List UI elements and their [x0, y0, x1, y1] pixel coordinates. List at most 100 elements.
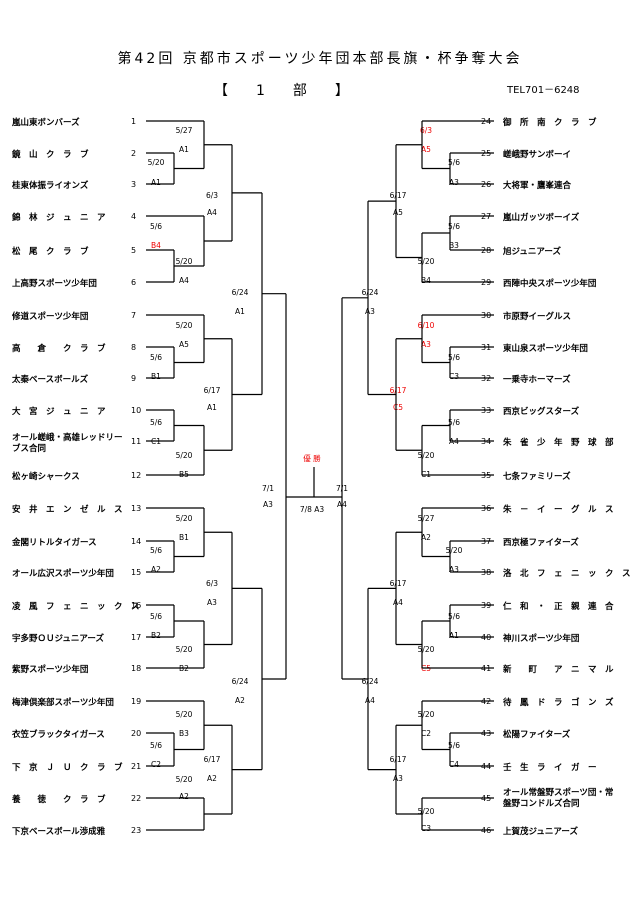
match-label: 6/24: [361, 677, 379, 686]
match-label: A5: [179, 340, 189, 349]
match-label: 5/20: [175, 775, 193, 784]
team-number: 10: [131, 406, 142, 415]
team-name: 修道スポーツ少年団: [12, 312, 89, 322]
team-number: 8: [131, 343, 137, 352]
match-label: A3: [393, 774, 403, 783]
match-label: A2: [235, 696, 245, 705]
match-label: B4: [421, 276, 431, 285]
match-label: 5/20: [175, 514, 193, 523]
team-name: 太秦ベースボールズ: [12, 375, 89, 385]
match-label: 5/27: [175, 126, 193, 135]
match-label: A2: [207, 774, 217, 783]
team-name: 錦 林 ジ ュ ニ ア: [12, 213, 106, 223]
match-label: A1: [207, 403, 217, 412]
match-label: 6/3: [419, 126, 433, 135]
champion-label: 優 勝: [303, 454, 321, 463]
match-label: 5/20: [417, 257, 435, 266]
match-label: A5: [421, 145, 431, 154]
team-name: 下 京 Ｊ Ｕ ク ラ ブ: [12, 763, 123, 773]
match-label: 5/6: [149, 353, 163, 362]
team-name: 嵯峨野サンボーイ: [503, 150, 572, 160]
team-number: 13: [131, 504, 142, 513]
match-label: 5/6: [447, 741, 461, 750]
match-label: C4: [448, 760, 459, 769]
match-label: 5/6: [447, 612, 461, 621]
match-label: B2: [151, 631, 161, 640]
match-label: 6/24: [231, 677, 249, 686]
page-title: 第42回 京都市スポーツ少年団本部長旗・杯争奪大会: [117, 51, 523, 67]
team-name: 安 井 エ ン ゼ ル ス: [12, 505, 123, 515]
team-name: 神川スポーツ少年団: [503, 634, 580, 644]
team-name: 桂東体振ライオンズ: [12, 181, 89, 191]
team-name: 紫野スポーツ少年団: [12, 665, 89, 675]
match-label: 5/6: [149, 612, 163, 621]
match-label: A4: [207, 208, 217, 217]
match-label: 5/20: [175, 710, 193, 719]
team-name: 西陣中央スポーツ少年団: [503, 279, 597, 289]
team-number: 7: [131, 311, 137, 320]
team-name: 下京ベースボール渉成雅: [12, 827, 106, 837]
match-label: 6/3: [205, 579, 219, 588]
phone-number: TEL701－6248: [507, 85, 580, 96]
match-label: 5/20: [147, 158, 165, 167]
team-name: 嵐山ガッツボーイズ: [503, 213, 580, 223]
team-number: 9: [131, 374, 137, 383]
match-label: 7/1: [261, 484, 275, 493]
team-name: オール嵯峨・高雄レッドリーブス合同: [12, 433, 123, 454]
match-label: B3: [179, 729, 189, 738]
match-label: A1: [235, 307, 245, 316]
team-name: 朱 － イ ー グ ル ス: [503, 505, 614, 515]
division-label: 【 1 部 】: [214, 83, 349, 99]
team-name: 新 町 ア ニ マ ル: [503, 665, 614, 675]
team-number: 21: [131, 762, 142, 771]
team-name: 仁 和 ・ 正 親 連 合: [503, 602, 614, 612]
team-name: 上賀茂ジュニアーズ: [503, 827, 578, 837]
match-label: 5/20: [175, 321, 193, 330]
match-label: 5/20: [417, 645, 435, 654]
match-label: B1: [179, 533, 189, 542]
team-number: 23: [131, 826, 142, 835]
match-label: A1: [449, 631, 459, 640]
match-label: C3: [448, 372, 459, 381]
match-label: 6/17: [203, 755, 221, 764]
team-number: 5: [131, 246, 137, 255]
match-label: 6/24: [361, 288, 379, 297]
match-label: 5/6: [149, 741, 163, 750]
match-label: C5: [392, 403, 403, 412]
match-label: 6/17: [389, 386, 407, 395]
match-label: 5/6: [149, 418, 163, 427]
match-label: 6/10: [417, 321, 435, 330]
final-date-court: 7/8 A3: [299, 505, 325, 514]
match-label: A3: [421, 340, 431, 349]
team-number: 20: [131, 729, 142, 738]
team-name: 金閣リトルタイガース: [12, 538, 97, 548]
team-name: オール広沢スポーツ少年団: [12, 569, 114, 579]
team-name: 御 所 南 ク ラ ブ: [503, 118, 597, 128]
match-label: 6/17: [203, 386, 221, 395]
match-label: B4: [151, 241, 161, 250]
team-number: 4: [131, 212, 137, 221]
team-number: 6: [131, 278, 137, 287]
team-name: 七条ファミリーズ: [503, 472, 571, 482]
match-label: 5/6: [447, 418, 461, 427]
team-name: 洛 北 フ ェ ニ ッ ク ス: [503, 569, 631, 579]
team-number: 2: [131, 149, 137, 158]
match-label: 5/6: [447, 158, 461, 167]
match-label: 6/3: [205, 191, 219, 200]
match-label: A3: [263, 500, 273, 509]
match-label: 6/24: [231, 288, 249, 297]
match-label: A4: [393, 598, 403, 607]
team-number: 12: [131, 471, 142, 480]
match-label: 5/20: [417, 807, 435, 816]
match-label: 5/6: [149, 546, 163, 555]
team-name: 凌 風 フ ェ ニ ッ ク ス: [12, 602, 140, 612]
team-name: 松陽ファイターズ: [503, 730, 571, 740]
match-label: 5/20: [175, 645, 193, 654]
match-label: 6/17: [389, 755, 407, 764]
match-label: C2: [420, 729, 431, 738]
team-name: 高 倉 ク ラ ブ: [12, 344, 106, 354]
team-number: 19: [131, 697, 142, 706]
team-name: 嵐山東ボンバーズ: [12, 118, 80, 128]
match-label: C2: [150, 760, 161, 769]
